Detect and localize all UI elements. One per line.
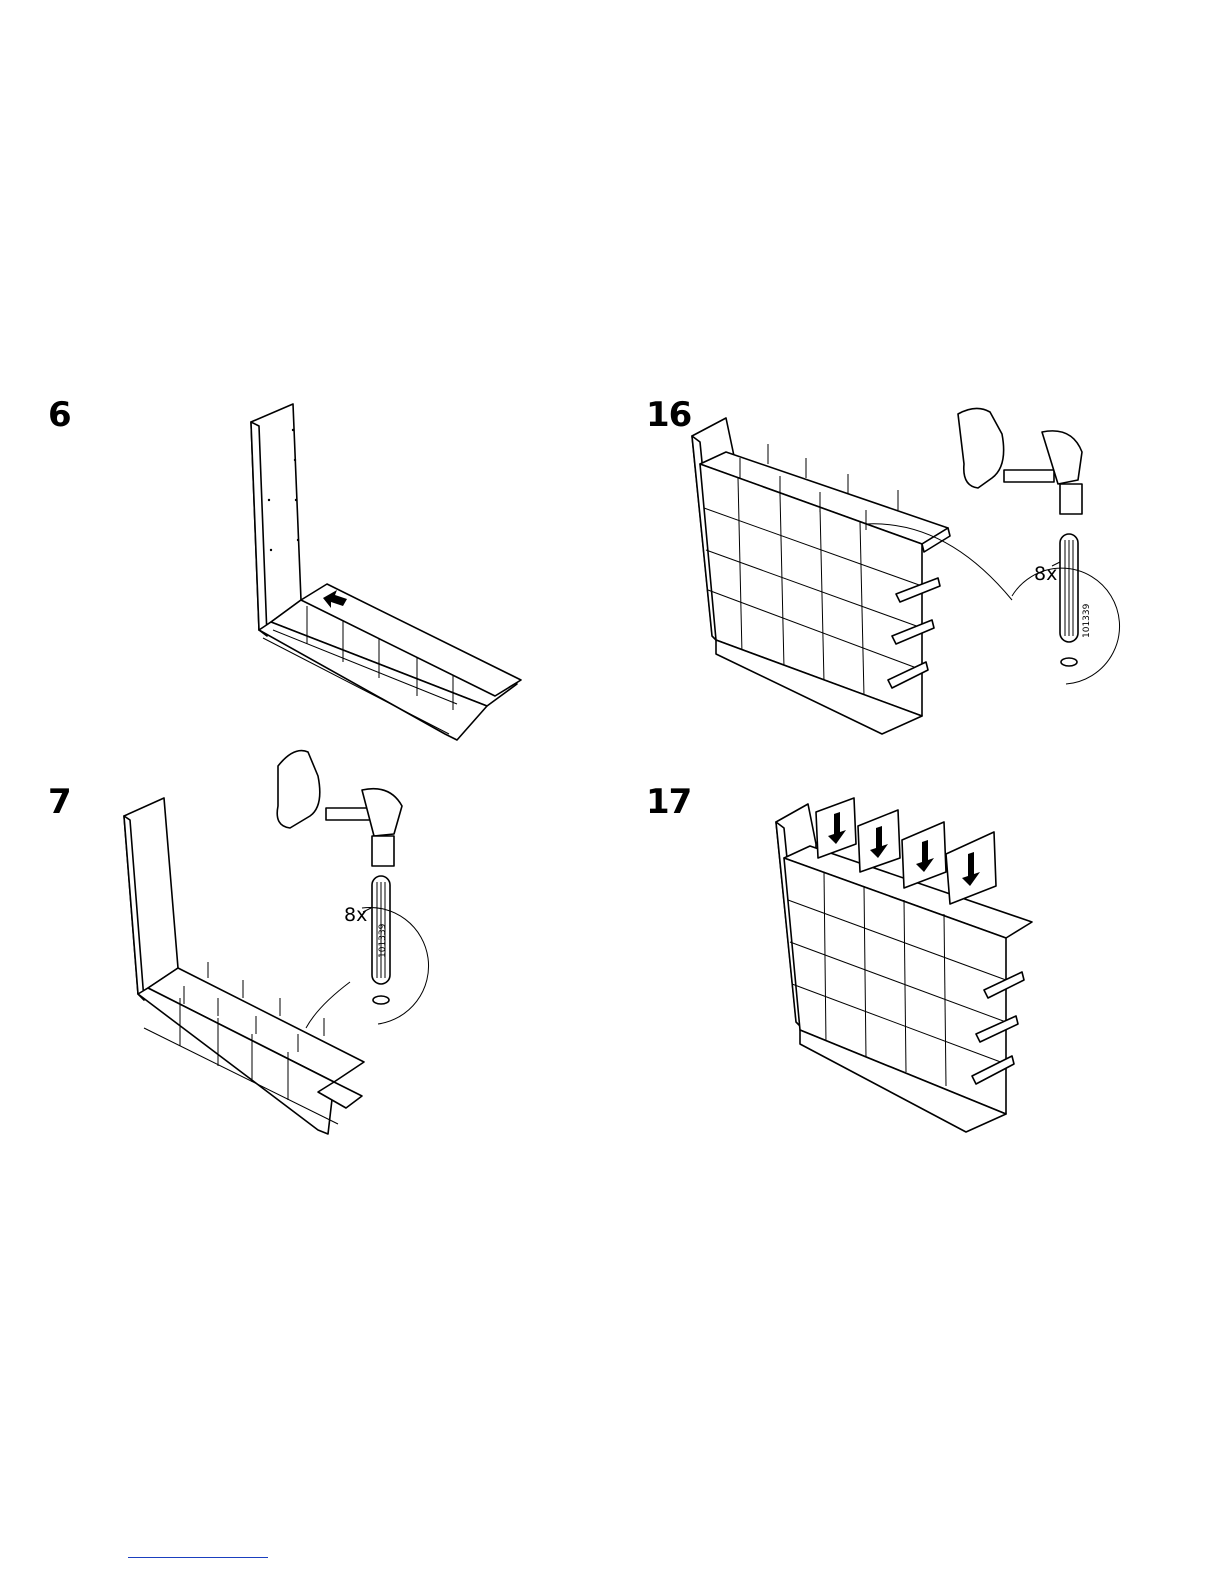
step-7-quantity: 8x	[344, 904, 367, 926]
step-7-illustration	[118, 736, 448, 1136]
step-16-quantity: 8x	[1034, 563, 1057, 585]
hand-icon	[277, 751, 320, 828]
dowel-icon	[1060, 534, 1078, 666]
hammer-icon	[326, 789, 402, 866]
step-number-16: 16	[646, 398, 691, 432]
hammer-icon	[1004, 431, 1082, 514]
step-7-part-code: 101339	[378, 924, 388, 958]
step-17-illustration	[770, 794, 1050, 1144]
step-number-17: 17	[646, 785, 691, 819]
hand-icon	[958, 408, 1004, 488]
step-number-7: 7	[48, 785, 71, 819]
step-number-6: 6	[48, 398, 71, 432]
step-6-illustration	[245, 400, 535, 745]
step-16-illustration	[686, 404, 1136, 754]
footer-rule	[128, 1557, 268, 1558]
step-16-part-code: 101339	[1082, 604, 1092, 638]
